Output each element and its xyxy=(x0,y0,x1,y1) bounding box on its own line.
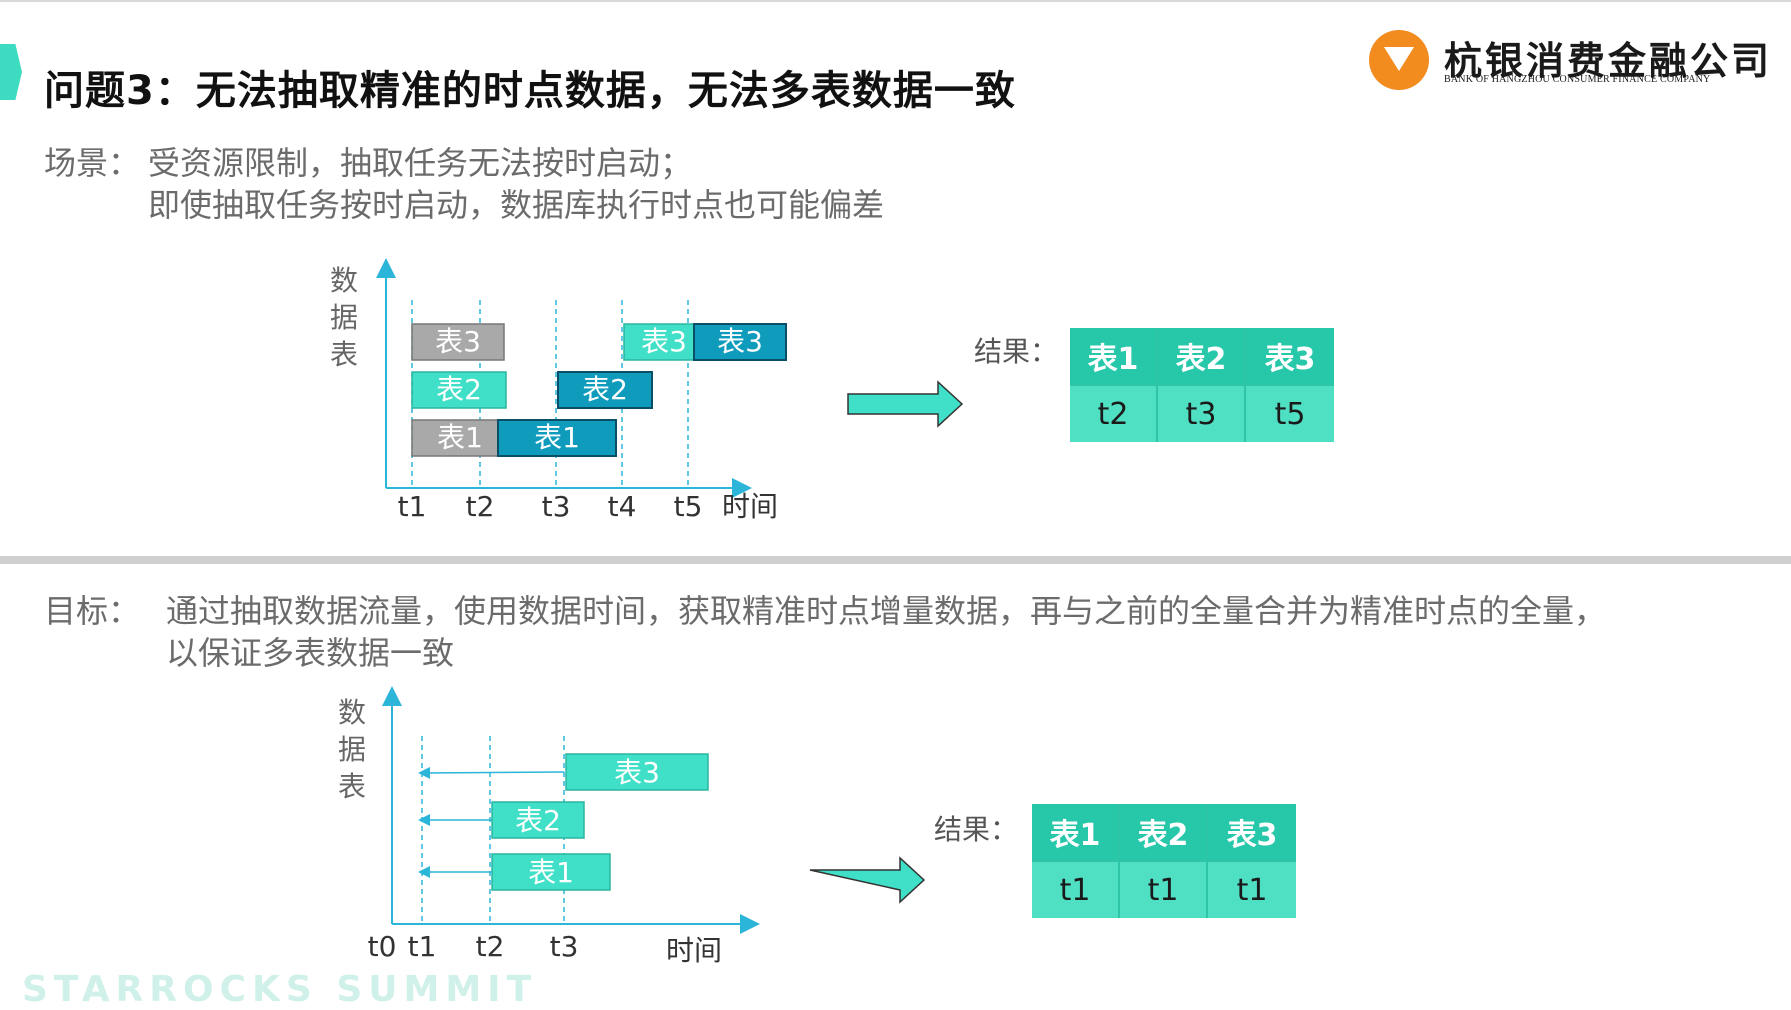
section-divider xyxy=(0,556,1791,564)
d1-result-header-1: 表1 xyxy=(1070,328,1158,384)
scenario-line-2: 即使抽取任务按时启动，数据库执行时点也可能偏差 xyxy=(148,186,885,224)
d1-bar-t2-blue xyxy=(557,371,653,409)
d2-y-label-3: 表 xyxy=(338,770,366,803)
d1-x-label: 时间 xyxy=(722,490,778,523)
d1-tick-t3: t3 xyxy=(542,490,571,523)
d2-bar-3-label: 表3 xyxy=(614,756,660,789)
d2-tick-t1: t1 xyxy=(408,930,437,963)
d1-y-label-2: 据 xyxy=(330,301,358,334)
logo-name: 杭银消费金融公司 xyxy=(1444,38,1773,83)
d1-tick-t4: t4 xyxy=(608,490,637,523)
d2-result-header-1: 表1 xyxy=(1032,804,1120,860)
d2-tick-t2: t2 xyxy=(476,930,505,963)
d1-bar-t3-teal xyxy=(623,323,705,361)
d1-tick-t2: t2 xyxy=(466,490,495,523)
d1-result-label: 结果： xyxy=(974,335,1059,368)
d1-tick-t1: t1 xyxy=(398,490,427,523)
d2-result-value-1: t1 xyxy=(1032,860,1120,918)
d2-result-header-3: 表3 xyxy=(1208,804,1296,860)
d2-result-arrow xyxy=(809,856,926,904)
logo-chevron-shape xyxy=(1384,47,1414,71)
diagram-1: 数 据 表 表3 表3 表3 表2 表2 表1 表1 t1 t2 t3 t4 t… xyxy=(330,258,787,523)
top-rule xyxy=(0,0,1791,2)
d1-bar-t2-blue-label: 表2 xyxy=(582,373,628,406)
d1-bar-t1-blue xyxy=(497,419,617,457)
d1-bar-t1-gray xyxy=(411,419,499,457)
d2-result-header-2: 表2 xyxy=(1120,804,1208,860)
d1-bar-t2-teal xyxy=(411,371,507,409)
goal-line-2: 以保证多表数据一致 xyxy=(166,634,455,672)
d1-result-value-2: t3 xyxy=(1158,384,1246,442)
d1-bar-t3-gray-label: 表3 xyxy=(435,325,481,358)
d2-bar-1 xyxy=(491,853,611,891)
d1-result-value-3: t5 xyxy=(1246,384,1334,442)
d2-bar-1-label: 表1 xyxy=(528,856,574,889)
footer-watermark: STARROCKS SUMMIT xyxy=(22,969,538,1010)
slide-title: 问题3：无法抽取精准的时点数据，无法多表数据一致 xyxy=(44,68,1016,114)
d1-result-header-2: 表2 xyxy=(1158,328,1246,384)
d1-result-header-3: 表3 xyxy=(1246,328,1334,384)
d2-bar-3 xyxy=(565,753,709,791)
d1-y-label-3: 表 xyxy=(330,338,358,371)
d2-result-label: 结果： xyxy=(934,813,1019,846)
d2-bar-2-label: 表2 xyxy=(515,804,561,837)
d2-y-label-1: 数 xyxy=(338,696,366,729)
d2-x-label: 时间 xyxy=(666,934,722,967)
d1-result-value-1: t2 xyxy=(1070,384,1158,442)
d2-result-value-3: t1 xyxy=(1208,860,1296,918)
d1-bar-t3-gray xyxy=(411,323,505,361)
goal-line-1: 通过抽取数据流量，使用数据时间，获取精准时点增量数据，再与之前的全量合并为精准时… xyxy=(166,592,1607,630)
d2-tick-t0: t0 xyxy=(368,930,397,963)
d1-bar-t1-blue-label: 表1 xyxy=(534,421,580,454)
d1-bar-t2-teal-label: 表2 xyxy=(436,373,482,406)
logo-icon xyxy=(1369,30,1429,90)
title-accent-tab xyxy=(0,44,22,100)
d1-bar-t3-teal-label: 表3 xyxy=(641,325,687,358)
d1-result-arrow xyxy=(847,380,964,428)
goal-label: 目标： xyxy=(44,592,141,630)
scenario-line-1: 受资源限制，抽取任务无法按时启动； xyxy=(148,144,693,182)
scenario-label: 场景： xyxy=(44,144,141,182)
d2-result-value-2: t1 xyxy=(1120,860,1208,918)
d1-tick-t5: t5 xyxy=(674,490,703,523)
d2-y-label-2: 据 xyxy=(338,733,366,766)
d1-y-label-1: 数 xyxy=(330,264,358,297)
d2-bar-2 xyxy=(491,801,585,839)
logo-subtitle: BANK OF HANGZHOU CONSUMER FINANCE COMPAN… xyxy=(1444,74,1711,85)
d2-backfill-arrow-3 xyxy=(418,766,565,779)
d1-result-table: 表1 表2 表3 t2 t3 t5 xyxy=(1070,328,1334,442)
d1-bar-t3-blue-label: 表3 xyxy=(717,325,763,358)
d2-result-table: 表1 表2 表3 t1 t1 t1 xyxy=(1032,804,1296,918)
d1-bar-t3-blue xyxy=(693,323,787,361)
d1-bar-t1-gray-label: 表1 xyxy=(437,421,483,454)
diagram-2: 数 据 表 表3 表2 表1 t0 t1 t2 t3 时间 xyxy=(338,686,760,967)
d2-tick-t3: t3 xyxy=(550,930,579,963)
